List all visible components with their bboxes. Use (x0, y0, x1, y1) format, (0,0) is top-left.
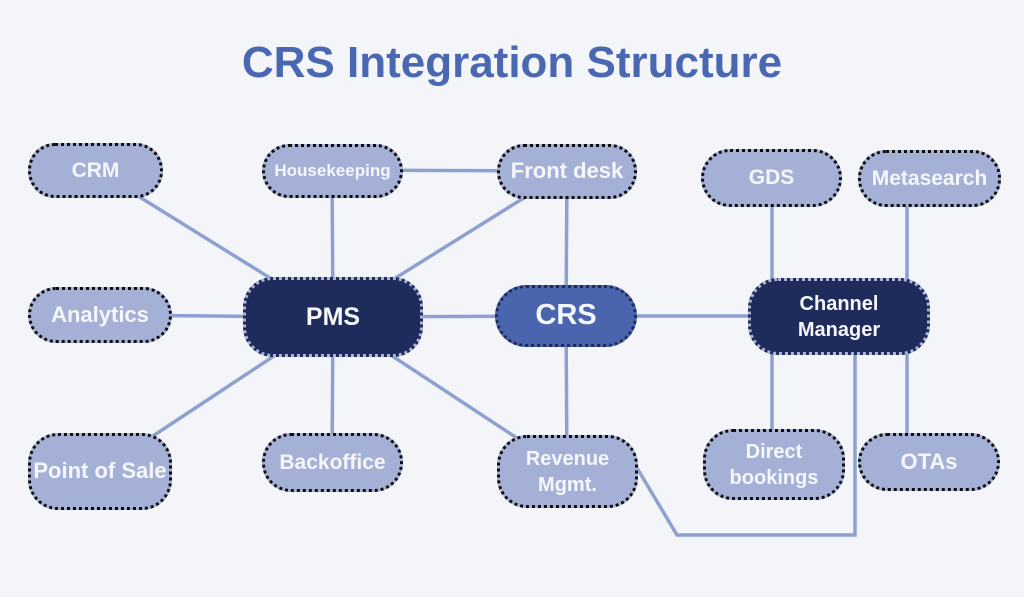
node-otas-label: OTAs (900, 448, 958, 474)
page-title: CRS Integration Structure (241, 38, 783, 87)
node-direct-bookings-label-line2: bookings (729, 466, 819, 489)
node-crm: CRM (28, 143, 163, 198)
node-gds-label: GDS (748, 166, 795, 190)
node-gds: GDS (701, 149, 842, 207)
node-backoffice: Backoffice (262, 433, 403, 492)
node-crs: CRS (495, 285, 637, 347)
node-front-desk-label: Front desk (510, 158, 624, 184)
node-metasearch: Metasearch (858, 150, 1001, 207)
node-direct-bookings: Direct bookings (703, 429, 845, 500)
node-channel-manager: Channel Manager (748, 278, 930, 355)
node-otas: OTAs (858, 433, 1000, 491)
node-revenue-mgmt: Revenue Mgmt. (497, 435, 638, 508)
node-crm-label: CRM (71, 158, 120, 182)
node-revenue-mgmt-label-line2: Mgmt. (538, 473, 597, 496)
node-direct-bookings-label-line1: Direct (745, 440, 803, 463)
node-metasearch-label: Metasearch (871, 166, 988, 190)
node-pms: PMS (243, 277, 423, 357)
node-housekeeping: Housekeeping (262, 144, 403, 198)
connector-channelmanager-revenuemgmt (635, 340, 857, 537)
node-channel-manager-label-line2: Manager (797, 318, 881, 341)
node-pms-label: PMS (305, 302, 361, 331)
node-revenue-mgmt-label-line1: Revenue (525, 447, 610, 470)
node-crs-label: CRS (535, 299, 597, 332)
node-point-of-sale-label: Point of Sale (33, 458, 167, 484)
node-point-of-sale: Point of Sale (28, 433, 172, 510)
node-channel-manager-label-line1: Channel (799, 292, 879, 315)
node-front-desk: Front desk (497, 144, 637, 199)
node-housekeeping-label: Housekeeping (274, 160, 391, 180)
node-analytics-label: Analytics (51, 301, 149, 327)
node-analytics: Analytics (28, 287, 172, 343)
node-backoffice-label: Backoffice (279, 450, 386, 474)
